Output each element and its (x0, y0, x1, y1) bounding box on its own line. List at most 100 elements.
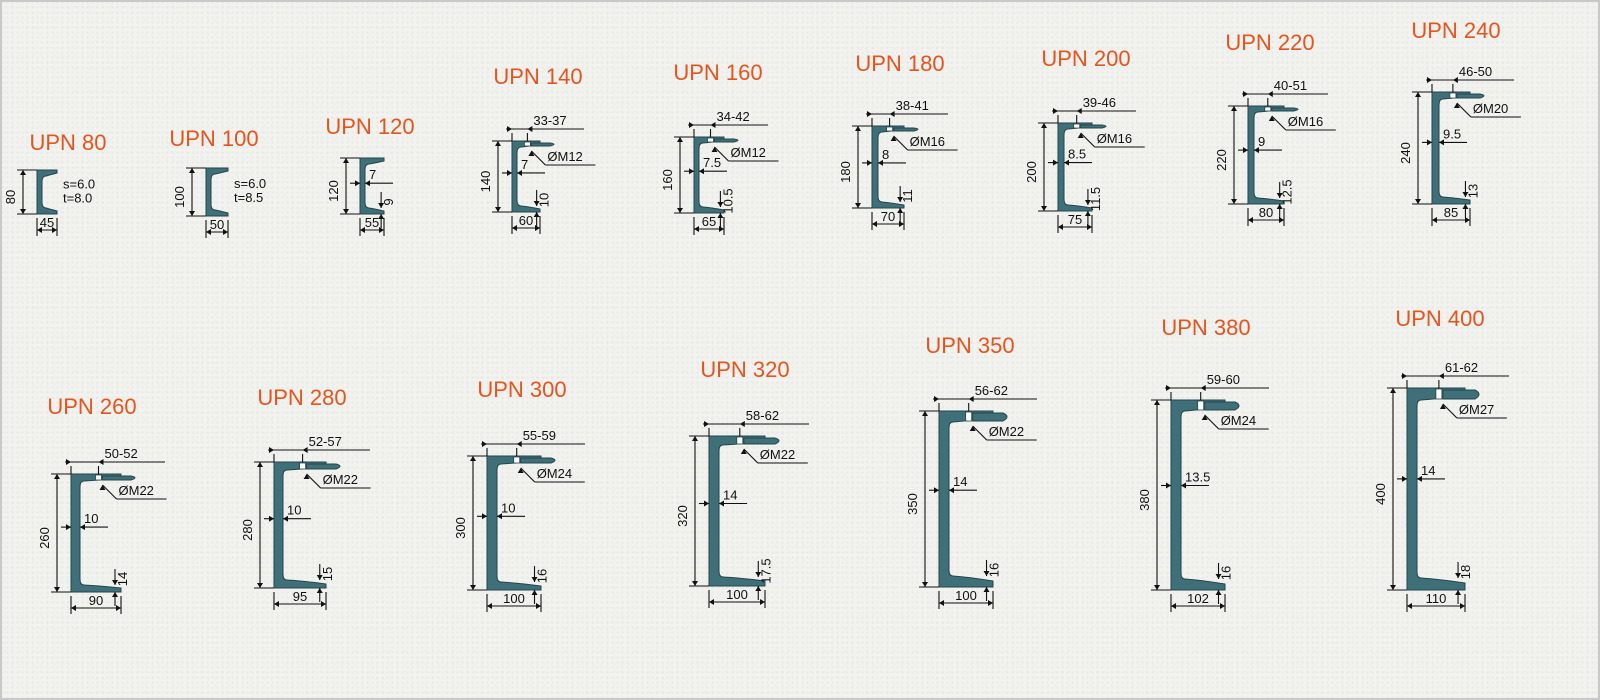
height-label: 280 (240, 519, 255, 541)
bolt-hole (886, 126, 893, 132)
flange-thickness-label: 10.5 (720, 188, 735, 213)
height-label: 160 (660, 169, 675, 191)
width-label: 45 (40, 215, 54, 230)
web-arrow-right (1254, 147, 1259, 154)
width-arrow-right (760, 599, 765, 605)
width-label: 95 (293, 589, 307, 604)
height-arrow-top (922, 411, 928, 416)
width-label: 100 (503, 591, 525, 606)
flange-arrow-top (378, 203, 385, 208)
bolt-leader-arrow (1439, 404, 1446, 409)
gauge-arrow-right (98, 459, 104, 465)
profile-title: UPN 280 (257, 385, 346, 410)
height-arrow-top (692, 436, 698, 441)
bolt-hole (95, 474, 102, 481)
bolt-label: ØM22 (989, 424, 1024, 439)
width-arrow-left (872, 221, 877, 227)
gauge-label: 39-46 (1083, 95, 1116, 110)
web-arrow-left (1427, 139, 1432, 146)
width-arrow-right (1279, 217, 1284, 223)
gauge-label: 46-50 (1459, 64, 1492, 79)
flange-arrow-top (533, 201, 540, 206)
flange-arrow-top (983, 571, 990, 576)
flange-arrow-top (1215, 574, 1222, 579)
web-thickness-label: 9 (1258, 134, 1265, 149)
bolt-hole (513, 456, 521, 464)
bolt-shank (520, 457, 556, 464)
bolt-label: ØM22 (119, 483, 154, 498)
bolt-leader-line (1442, 403, 1458, 419)
height-arrow-top (54, 474, 60, 479)
gauge-arrow-left (1402, 373, 1407, 379)
width-arrow-left (709, 599, 714, 605)
channel-section (205, 167, 229, 217)
channel-section (1247, 105, 1285, 205)
bolt-label: ØM20 (1473, 101, 1508, 116)
flange-thickness-label: 11.5 (1088, 187, 1103, 211)
profile-title: UPN 180 (855, 51, 944, 76)
web-arrow-right (1181, 482, 1186, 489)
web-thickness-label: 10 (287, 503, 301, 518)
channel-section (708, 435, 766, 587)
channel-section (1431, 91, 1471, 205)
flange-arrow-bottom (983, 587, 990, 592)
web-thickness-label: 14 (1421, 463, 1435, 478)
channel-section (938, 410, 994, 588)
height-arrow-top (495, 141, 501, 146)
width-label: 55 (365, 215, 379, 230)
gauge-arrow-left (1053, 108, 1058, 114)
flange-arrow-bottom (1084, 211, 1091, 216)
bolt-hole (965, 411, 973, 422)
height-label: 140 (478, 171, 493, 193)
web-arrow-left (934, 487, 939, 494)
profile-title: UPN 140 (493, 64, 582, 89)
height-label: 350 (905, 493, 920, 515)
gauge-label: 33-37 (533, 113, 566, 128)
width-label: 90 (89, 593, 103, 608)
bolt-label: ØM12 (547, 149, 582, 164)
bolt-label: ØM12 (731, 145, 766, 160)
gauge-arrow-right (302, 447, 308, 453)
height-arrow-bottom (692, 581, 698, 586)
web-arrow-left (867, 159, 872, 166)
web-arrow-right (80, 524, 85, 531)
gauge-arrow-left (269, 447, 274, 453)
channel-section (486, 455, 542, 591)
gauge-label: 56-62 (975, 383, 1008, 398)
height-arrow-top (1390, 388, 1396, 393)
width-label: 102 (1187, 591, 1209, 606)
height-label: 220 (1214, 149, 1229, 171)
web-arrow-right (283, 515, 288, 522)
height-arrow-bottom (1154, 585, 1160, 590)
bolt-hole (1264, 106, 1272, 112)
bolt-shank (530, 142, 555, 147)
web-arrow-left (66, 524, 71, 531)
bolt-hole (1073, 123, 1081, 129)
bolt-leader-line (531, 150, 546, 166)
bolt-shank (714, 138, 739, 143)
bolt-leader-line (520, 467, 536, 483)
width-arrow-right (52, 227, 57, 233)
flange-thickness-label: 18 (1458, 565, 1473, 579)
width-label: 85 (1444, 205, 1458, 220)
profile-title: UPN 300 (477, 377, 566, 402)
bolt-shank (1271, 107, 1299, 112)
width-arrow-right (1087, 224, 1092, 230)
height-arrow-bottom (343, 209, 349, 214)
flange-arrow-bottom (1276, 204, 1283, 209)
bolt-label: ØM27 (1459, 402, 1494, 417)
width-arrow-left (206, 229, 211, 235)
web-arrow-right (1064, 159, 1069, 166)
channel-section (1170, 399, 1226, 591)
gauge-arrow-left (1243, 91, 1248, 97)
height-arrow-top (189, 168, 195, 173)
profile-title: UPN 380 (1161, 315, 1250, 340)
web-thickness-label: 10 (84, 511, 98, 526)
bolt-label: ØM22 (323, 472, 358, 487)
width-arrow-left (1407, 603, 1412, 609)
